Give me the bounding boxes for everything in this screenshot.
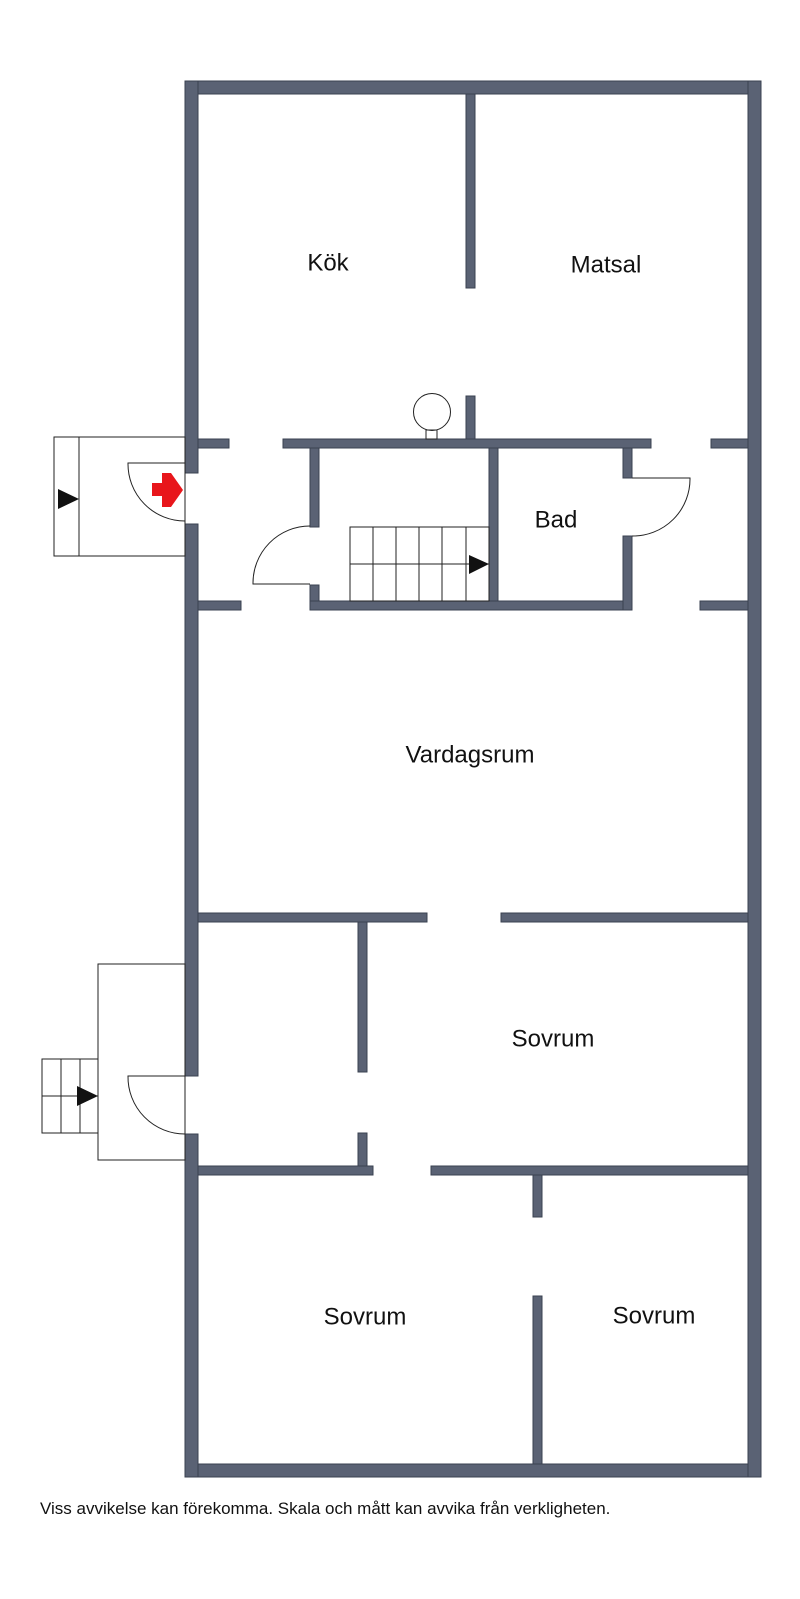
upper-landing-arrow-icon <box>58 489 79 509</box>
wall-entry-hall-top <box>357 921 368 1073</box>
thin-lines <box>41 393 691 1161</box>
wall-bedrooms-divider <box>532 1295 543 1465</box>
room-label-bedroom-right: Sovrum <box>613 1303 696 1330</box>
entrance-marker-icon <box>152 473 183 507</box>
wall-entry-hall-bottom <box>357 1132 368 1171</box>
outer-wall-left-top <box>184 80 199 474</box>
chimney <box>413 393 451 431</box>
outer-wall-bottom <box>184 1463 762 1478</box>
wall-lower-hall-right <box>699 600 749 611</box>
wall-living-bedroom-right <box>500 912 749 923</box>
markers <box>58 473 489 1106</box>
wall-upper-hall-right <box>710 438 749 449</box>
room-label-bedroom-left: Sovrum <box>324 1304 407 1331</box>
lower-entrance-door-swing <box>127 1075 186 1135</box>
chimney-base <box>425 429 438 440</box>
wall-upper-hall-left <box>197 438 230 449</box>
upper-entrance-landing <box>53 436 186 557</box>
wall-stair-bottom <box>309 600 633 611</box>
wall-bedrooms-stub <box>532 1174 543 1218</box>
wall-stair-left <box>309 447 320 528</box>
wall-stair-bath <box>488 447 499 610</box>
stairs-arrow-icon <box>469 555 489 574</box>
room-label-bathroom: Bad <box>535 507 578 534</box>
lower-entrance-porch <box>97 963 186 1161</box>
outer-wall-right <box>747 80 762 1478</box>
wall-bedroom-row-right <box>430 1165 749 1176</box>
outer-wall-left-mid-a <box>184 523 199 1077</box>
disclaimer: Viss avvikelse kan förekomma. Skala och … <box>40 1499 611 1518</box>
wall-bath-right-top <box>622 447 633 479</box>
wall-kitchen-dining <box>465 93 476 289</box>
walls <box>184 80 762 1478</box>
wall-living-bedroom-left <box>197 912 428 923</box>
wall-bedroom-row-left <box>197 1165 374 1176</box>
stair-room-door-swing <box>252 525 311 585</box>
room-label-dining: Matsal <box>571 252 642 279</box>
bathroom-door-swing <box>631 477 691 537</box>
room-label-bedroom-middle: Sovrum <box>512 1026 595 1053</box>
outer-wall-left-mid-b <box>184 1133 199 1478</box>
outer-wall-top <box>184 80 762 95</box>
room-label-living: Vardagsrum <box>406 742 535 769</box>
wall-lower-hall-left <box>197 600 242 611</box>
wall-bath-right-bottom <box>622 535 633 611</box>
wall-upper-hall-center <box>282 438 652 449</box>
upper-entrance-door-swing <box>127 462 186 522</box>
room-labels: Kök Matsal Bad Vardagsrum Sovrum Sovrum … <box>307 250 695 1331</box>
room-label-kitchen: Kök <box>307 250 349 277</box>
lower-steps-arrow-icon <box>77 1086 98 1106</box>
